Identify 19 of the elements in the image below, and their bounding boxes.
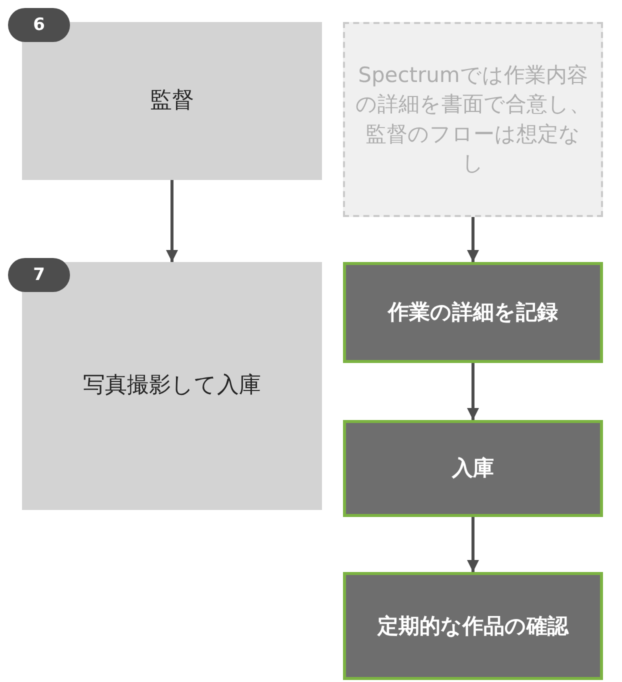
process-box — [343, 572, 603, 680]
box-label: 定期的な作品の確認 — [378, 612, 568, 640]
step-number: 7 — [33, 264, 45, 286]
process-box — [343, 420, 603, 517]
box-label: 入庫 — [452, 455, 494, 482]
process-box — [22, 262, 322, 510]
step-number-badge — [8, 258, 70, 292]
box-label: 作業の詳細を記録 — [388, 299, 558, 326]
box-label: 監督 — [150, 87, 194, 116]
note-box — [343, 22, 603, 217]
box-label: Spectrumでは作業内容の詳細を書面で合意し、監督のフローは想定なし — [355, 62, 591, 177]
arrow — [166, 180, 178, 262]
arrow — [467, 363, 479, 420]
process-box — [343, 262, 603, 363]
box-label: 写真撮影して入庫 — [83, 372, 261, 400]
step-number: 6 — [33, 14, 45, 36]
step-number-badge — [8, 8, 70, 42]
arrow — [467, 217, 479, 262]
arrow — [467, 517, 479, 572]
